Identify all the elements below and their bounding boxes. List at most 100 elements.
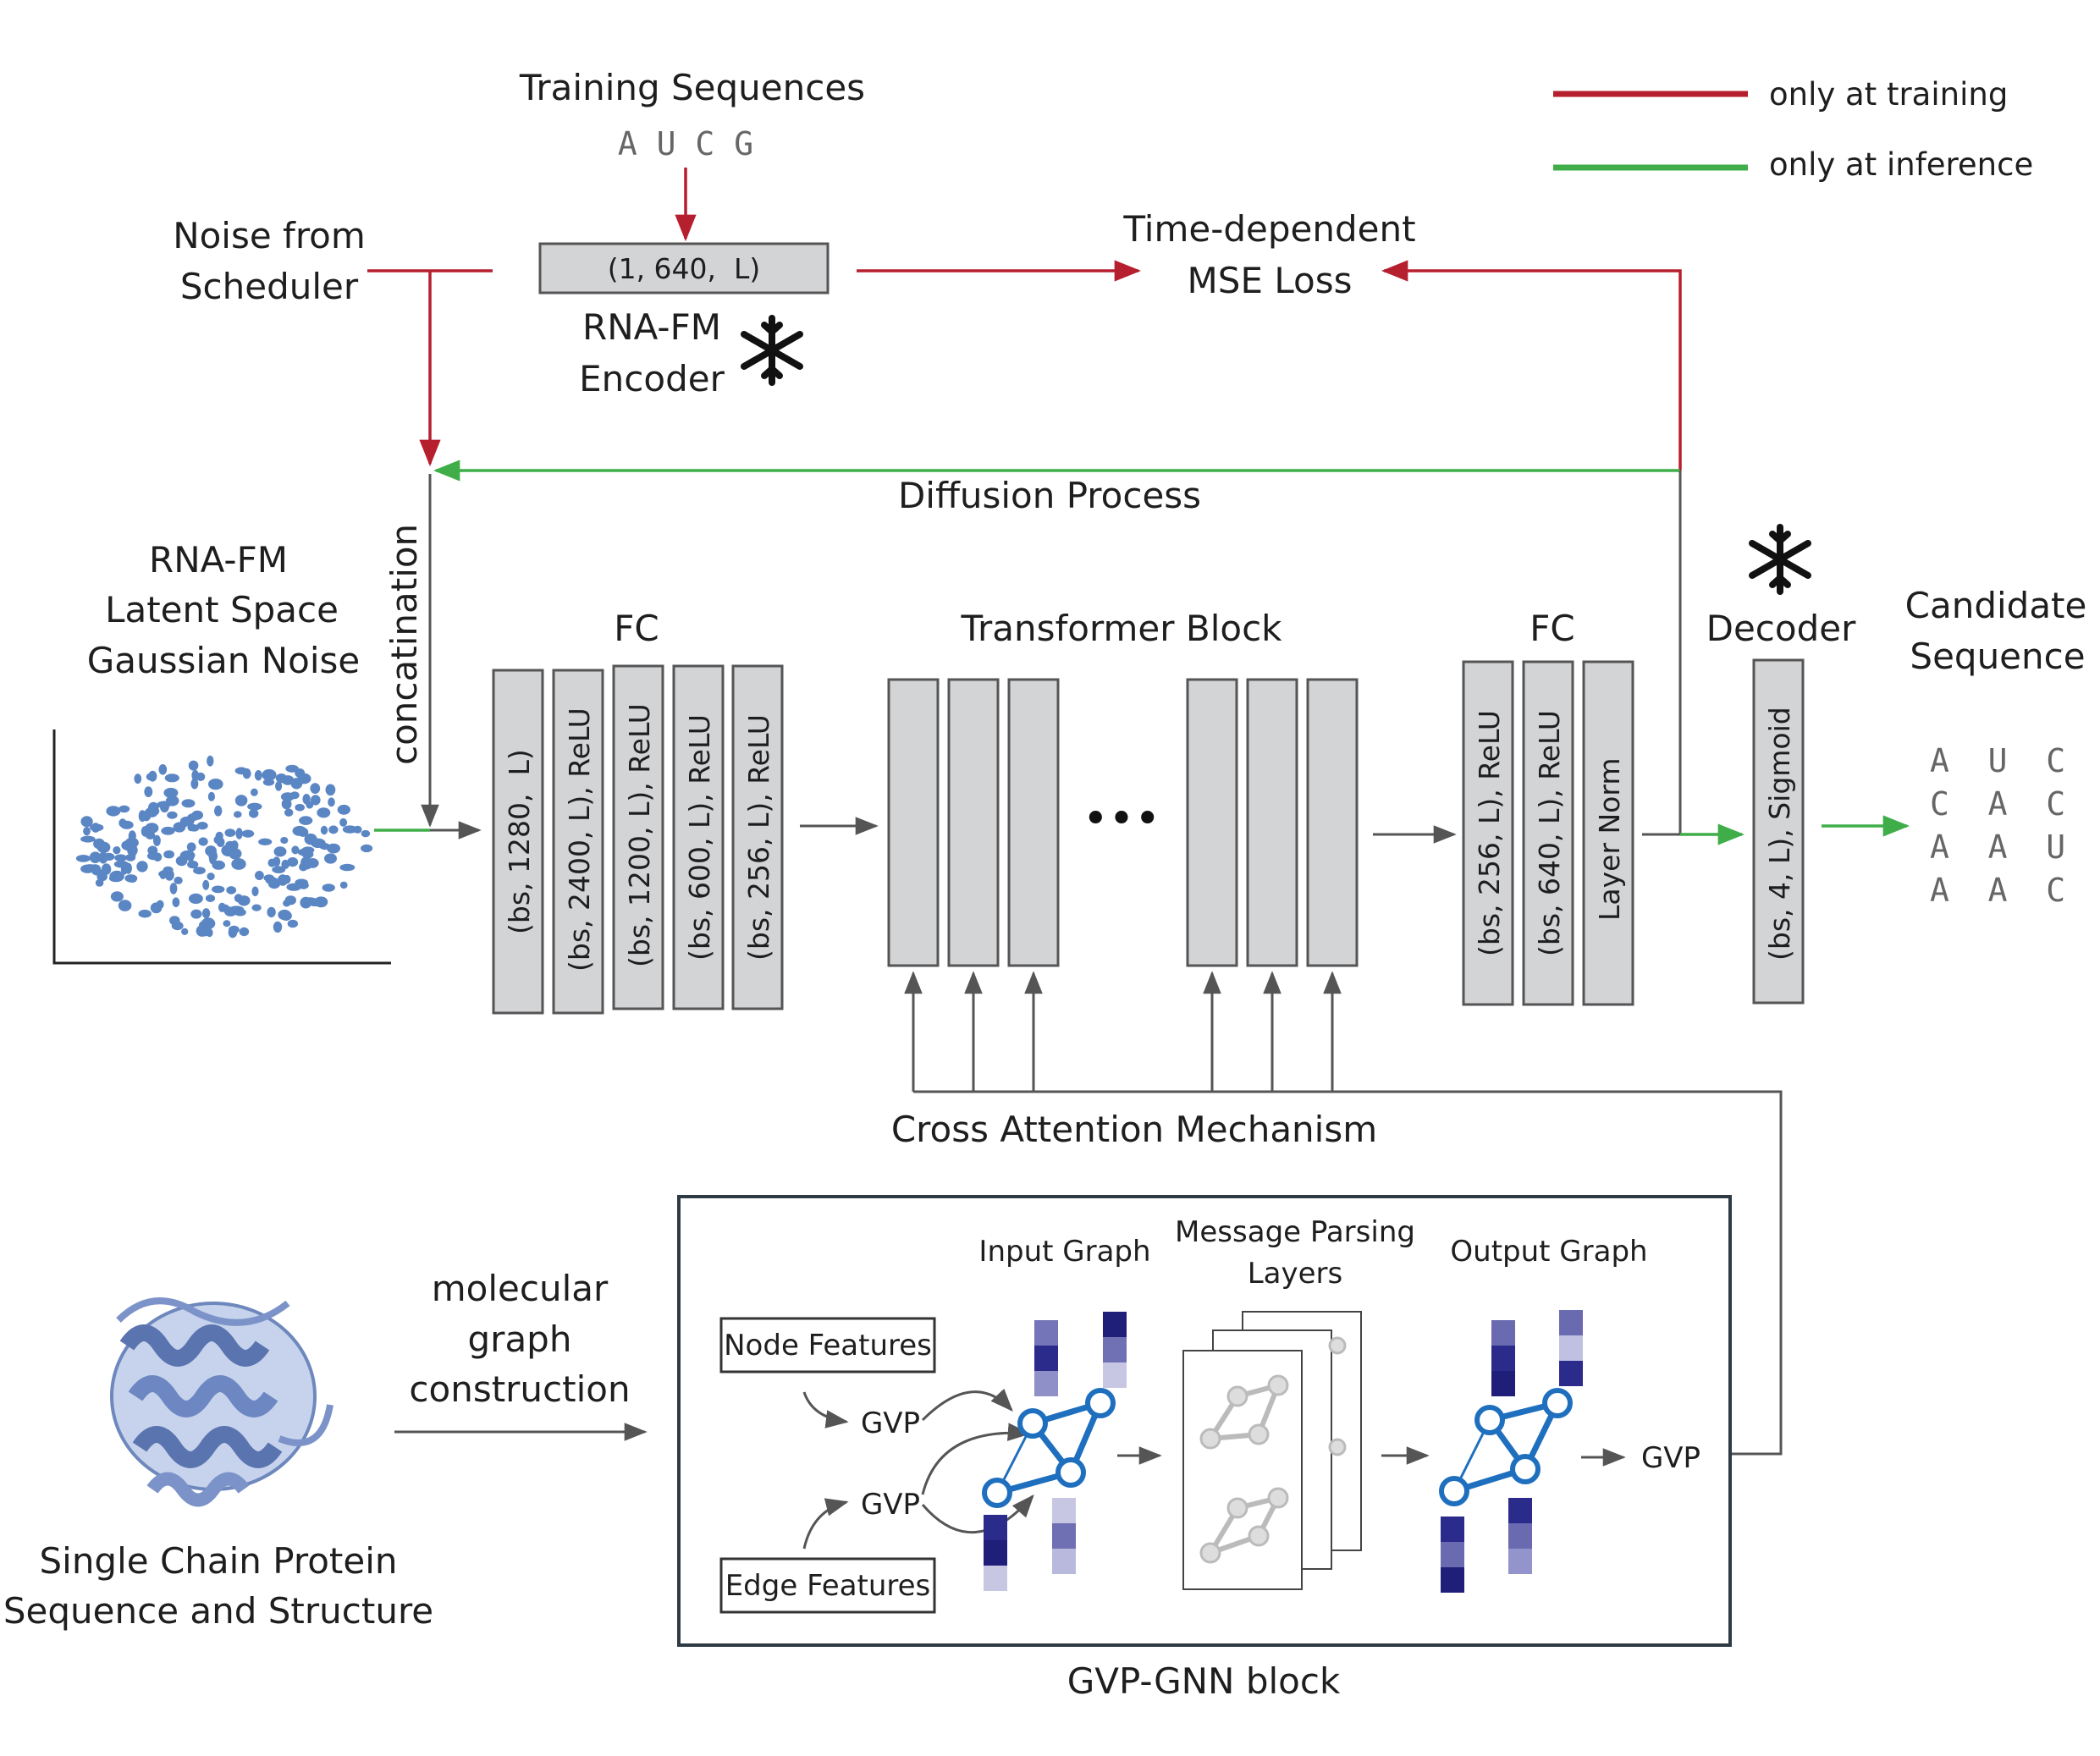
snowflake-icon bbox=[1749, 524, 1811, 595]
scatter-dot bbox=[208, 779, 223, 790]
scatter-dot bbox=[241, 829, 255, 838]
scatter-dot bbox=[175, 856, 188, 867]
loss-title-line1: Time-dependent bbox=[1122, 208, 1415, 250]
loss-title-line2: MSE Loss bbox=[1188, 260, 1353, 301]
legend-training-label: only at training bbox=[1769, 76, 2008, 113]
scatter-dot bbox=[337, 804, 350, 815]
scatter-dot bbox=[292, 825, 307, 836]
legend-inference-label: only at inference bbox=[1769, 146, 2033, 183]
scatter-dot bbox=[207, 872, 215, 881]
gvp-edge-to-graph-arrow-a bbox=[921, 1423, 1031, 1495]
gvp-gnn-block-label: GVP-GNN block bbox=[1067, 1660, 1341, 1702]
edge-features-label: Edge Features bbox=[725, 1569, 931, 1603]
training-sequence-letters: A U C G bbox=[618, 125, 753, 162]
scatter-dot bbox=[163, 787, 179, 798]
fc-in-layers: (bs, 1280, L) (bs, 2400, L), ReLU (bs, 1… bbox=[492, 664, 784, 1015]
scatter-dot bbox=[322, 884, 335, 892]
input-graph bbox=[982, 1312, 1127, 1591]
transformer-layer bbox=[887, 678, 940, 967]
node-features-box bbox=[719, 1317, 936, 1373]
feature-bar bbox=[1491, 1320, 1515, 1396]
scatter-dot bbox=[251, 904, 262, 911]
scatter-dot bbox=[144, 786, 153, 797]
scatter-dot bbox=[299, 816, 313, 825]
scatter-dot bbox=[157, 801, 171, 809]
transformer-layer bbox=[1007, 678, 1060, 967]
scatter-dot bbox=[281, 775, 295, 785]
scatter-dot bbox=[287, 919, 299, 928]
scatter-dot bbox=[174, 876, 183, 884]
scatter-dot bbox=[152, 834, 161, 846]
scatter-dot bbox=[267, 906, 276, 918]
scatter-dot bbox=[216, 837, 225, 847]
scatter-dot bbox=[311, 838, 326, 848]
scatter-dot bbox=[275, 781, 283, 791]
scatter-dot bbox=[339, 863, 356, 872]
decoder-box bbox=[1752, 658, 1805, 1005]
svg-text:(bs, 256, L), ReLU: (bs, 256, L), ReLU bbox=[1473, 710, 1506, 956]
scatter-dot bbox=[75, 855, 91, 862]
scatter-dot bbox=[310, 783, 321, 794]
noise-title-line2: Scheduler bbox=[180, 266, 359, 307]
feature-bar bbox=[984, 1515, 1007, 1591]
latent-title-line2: Latent Space bbox=[105, 589, 339, 630]
transformer-layer bbox=[1186, 678, 1238, 967]
scatter-dot bbox=[300, 896, 312, 909]
scatter-dot bbox=[265, 877, 278, 884]
scatter-dot bbox=[320, 825, 328, 835]
scatter-dot bbox=[314, 896, 328, 908]
scatter-dot bbox=[193, 867, 206, 875]
scatter-dot bbox=[118, 900, 132, 911]
scatter-dot bbox=[161, 826, 175, 835]
scatter-dot bbox=[89, 851, 102, 863]
scatter-dot bbox=[124, 837, 139, 849]
scatter-dot bbox=[80, 816, 93, 828]
scatter-dot bbox=[247, 802, 262, 811]
protein-title-line1: Single Chain Protein bbox=[39, 1540, 397, 1582]
fc-out-layer: Layer Norm bbox=[1582, 660, 1634, 1006]
scatter-dot bbox=[84, 864, 96, 872]
encoder-box-label: (1, 640, L) bbox=[608, 252, 761, 285]
feature-bar bbox=[1034, 1320, 1058, 1396]
graph-node bbox=[1085, 1388, 1116, 1418]
scatter-dot bbox=[234, 894, 243, 903]
scatter-dot bbox=[295, 878, 309, 886]
scatter-dot bbox=[150, 902, 163, 914]
scatter-dot bbox=[205, 895, 216, 902]
scatter-dot bbox=[202, 879, 210, 890]
fc-out-layer: (bs, 640, L), ReLU bbox=[1522, 660, 1574, 1006]
snowflake-icon bbox=[741, 315, 803, 386]
scatter-dot bbox=[361, 844, 373, 853]
training-sequences-title: Training Sequences bbox=[519, 67, 865, 108]
fc-out-title: FC bbox=[1530, 608, 1574, 649]
scatter-dot bbox=[295, 803, 306, 812]
scatter-dot bbox=[258, 838, 273, 845]
output-graph bbox=[1439, 1310, 1583, 1593]
scatter-dot bbox=[148, 801, 159, 813]
scatter-dot bbox=[234, 857, 242, 865]
scatter-dot bbox=[325, 784, 336, 796]
construction-line3: construction bbox=[409, 1368, 630, 1410]
graph-node bbox=[1510, 1454, 1541, 1484]
gvp-gnn-block bbox=[677, 1195, 1732, 1647]
scatter-dot bbox=[158, 870, 171, 878]
encoder-title-line2: Encoder bbox=[579, 358, 725, 399]
scatter-dot bbox=[207, 791, 215, 801]
feature-bar bbox=[1441, 1517, 1464, 1593]
scatter-dot bbox=[223, 920, 231, 928]
scatter-dot bbox=[188, 893, 203, 904]
scatter-dots bbox=[75, 755, 373, 939]
scatter-dot bbox=[136, 861, 148, 872]
scatter-dot bbox=[251, 788, 258, 796]
scatter-dot bbox=[93, 838, 105, 850]
scatter-dot bbox=[190, 909, 202, 919]
fc-in-layer: (bs, 2400, L), ReLU bbox=[552, 669, 604, 1015]
scatter-dot bbox=[134, 773, 142, 784]
decoder-title: Decoder bbox=[1706, 608, 1856, 649]
scatter-dot bbox=[113, 846, 121, 855]
svg-text:(bs, 600, L), ReLU: (bs, 600, L), ReLU bbox=[683, 714, 716, 961]
scatter-dot bbox=[169, 916, 180, 926]
scatter-dot bbox=[284, 808, 294, 817]
fc-in-layer: (bs, 600, L), ReLU bbox=[672, 664, 725, 1010]
scatter-dot bbox=[235, 828, 243, 839]
